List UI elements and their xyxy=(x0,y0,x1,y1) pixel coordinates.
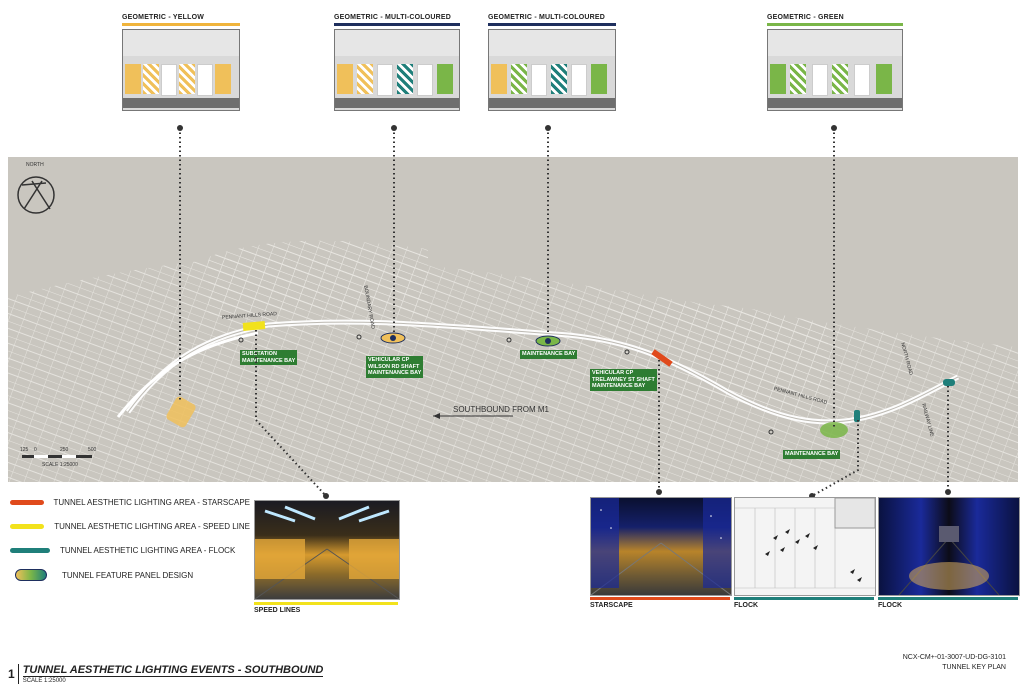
legend-swatch xyxy=(10,523,45,529)
legend-item-feature-panel: TUNNEL FEATURE PANEL DESIGN xyxy=(10,568,250,582)
panel-title-underline xyxy=(334,23,460,26)
legend-item-starscape: TUNNEL AESTHETIC LIGHTING AREA - STARSCA… xyxy=(10,496,250,508)
legend-swatch xyxy=(10,547,50,553)
photo-caption-speed-lines: SPEED LINES xyxy=(254,607,301,614)
callout-substation: SUBSTATION MAINTENANCE BAY xyxy=(240,350,298,365)
flock-illustration xyxy=(735,498,875,589)
panel-yellow: GEOMETRIC - YELLOW xyxy=(122,14,240,111)
photo-underline xyxy=(590,597,730,600)
speed-lines-illustration xyxy=(255,505,399,599)
panel-title-underline xyxy=(122,23,240,26)
drawing-scale: SCALE 1:25000 xyxy=(22,678,66,684)
photo-underline xyxy=(734,597,874,600)
photo-underline xyxy=(254,602,398,605)
panel-title: GEOMETRIC - MULTI-COLOURED xyxy=(488,14,606,21)
panel-title: GEOMETRIC - YELLOW xyxy=(122,14,205,21)
scale-tick: 125 xyxy=(20,447,29,453)
direction-label: SOUTHBOUND FROM M1 xyxy=(453,405,549,414)
panel-illustration xyxy=(488,29,616,111)
photo-starscape xyxy=(590,497,732,596)
drawing-title: TUNNEL AESTHETIC LIGHTING EVENTS - SOUTH… xyxy=(22,664,324,677)
drawing-reference: NCX-CM+-01-3007-UD-DG-3101 xyxy=(902,654,1006,661)
drawing-sheet-title: TUNNEL KEY PLAN xyxy=(942,664,1006,671)
callout-maintenance-bay-2: MAINTENANCE BAY xyxy=(783,450,841,459)
starscape-illustration xyxy=(591,498,731,595)
legend-label: TUNNEL AESTHETIC LIGHTING AREA - STARSCA… xyxy=(53,497,250,507)
legend-item-speed-line: TUNNEL AESTHETIC LIGHTING AREA - SPEED L… xyxy=(10,520,250,532)
scale-tick: 250 xyxy=(60,447,69,453)
scale-label: SCALE 1:25000 xyxy=(42,462,78,468)
drawing-index: 1 xyxy=(8,664,19,684)
legend-swatch xyxy=(10,499,44,505)
panel-title-underline xyxy=(767,23,903,26)
panel-illustration xyxy=(767,29,903,111)
panel-green: GEOMETRIC - GREEN xyxy=(767,14,903,111)
callout-wilson-rd-shaft: VEHICULAR CP WILSON RD SHAFT MAINTENANCE… xyxy=(366,356,424,378)
legend-label: TUNNEL FEATURE PANEL DESIGN xyxy=(62,570,194,580)
photo-underline xyxy=(878,597,1018,600)
photo-caption-starscape: STARSCAPE xyxy=(590,602,633,609)
panel-illustration xyxy=(122,29,240,111)
drawing-number-block: 1 TUNNEL AESTHETIC LIGHTING EVENTS - SOU… xyxy=(8,664,324,684)
legend-item-flock: TUNNEL AESTHETIC LIGHTING AREA - FLOCK xyxy=(10,544,250,556)
photo-caption-flock-2: FLOCK xyxy=(878,602,903,609)
callout-maintenance-bay-1: MAINTENANCE BAY xyxy=(520,350,578,359)
legend-label: TUNNEL AESTHETIC LIGHTING AREA - FLOCK xyxy=(60,545,236,555)
panel-multi-2: GEOMETRIC - MULTI-COLOURED xyxy=(488,14,616,111)
key-plan-map: NORTH PENNANT HILLS ROAD BOUNDARY ROAD P… xyxy=(8,157,1018,482)
north-label: NORTH xyxy=(26,162,44,168)
callout-trelawney-st-shaft: VEHICULAR CP TRELAWNEY ST SHAFT MAINTENA… xyxy=(590,369,657,391)
photo-caption-flock-1: FLOCK xyxy=(734,602,759,609)
panel-illustration xyxy=(334,29,460,111)
scale-bar: 125 0 250 500 SCALE 1:25000 xyxy=(20,447,110,469)
photo-flock-2 xyxy=(878,497,1020,596)
panel-title: GEOMETRIC - MULTI-COLOURED xyxy=(334,14,452,21)
panel-title-underline xyxy=(488,23,616,26)
panel-title: GEOMETRIC - GREEN xyxy=(767,14,844,21)
title-block: NCX-CM+-01-3007-UD-DG-3101 TUNNEL KEY PL… xyxy=(903,654,1006,671)
panel-multi-1: GEOMETRIC - MULTI-COLOURED xyxy=(334,14,460,111)
flock-tunnel-illustration xyxy=(898,526,1000,595)
legend: TUNNEL AESTHETIC LIGHTING AREA - STARSCA… xyxy=(10,496,250,582)
legend-label: TUNNEL AESTHETIC LIGHTING AREA - SPEED L… xyxy=(54,521,250,531)
map-streets-svg xyxy=(8,176,1018,482)
scale-tick: 500 xyxy=(88,447,97,453)
photo-flock-1 xyxy=(734,497,876,596)
photo-speed-lines xyxy=(254,500,400,600)
legend-swatch-feature-panel xyxy=(15,569,47,581)
scale-tick: 0 xyxy=(34,447,37,453)
